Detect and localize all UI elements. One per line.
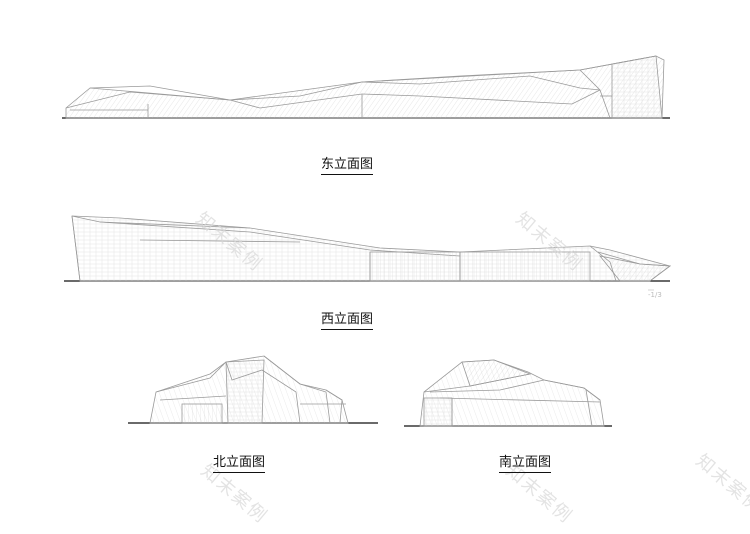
north-elevation-caption: 北立面图 [213, 455, 266, 473]
west-elevation [64, 215, 672, 282]
drawing-tag: -1/3 [648, 291, 662, 299]
south-building-mass [419, 359, 605, 427]
north-elevation [128, 355, 378, 424]
south-elevation [404, 359, 612, 427]
east-elevation [62, 55, 670, 119]
east-elevation-caption: 东立面图 [321, 157, 374, 175]
west-elevation-caption: 西立面图 [321, 312, 374, 330]
south-elevation-caption: 南立面图 [499, 455, 552, 473]
